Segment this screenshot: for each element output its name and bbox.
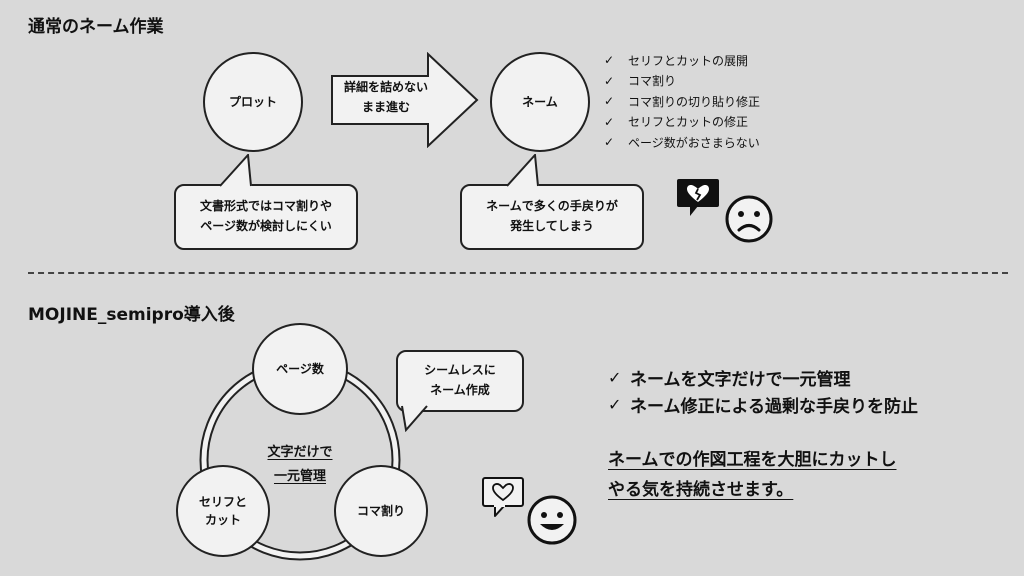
check-icon: ✓ — [608, 368, 622, 387]
check-icon: ✓ — [604, 135, 615, 150]
check-icon: ✓ — [604, 73, 615, 88]
sad-face-icon — [725, 195, 773, 243]
page-count-circle: ページ数 — [252, 323, 348, 415]
checklist-item: ✓セリフとカットの展開 — [604, 53, 749, 68]
after-heading: MOJINE_semipro導入後 — [28, 305, 235, 325]
section-divider — [28, 272, 1008, 274]
benefit-item: ✓ネームを文字だけで一元管理 — [608, 368, 851, 390]
checklist-item: ✓コマ割りの切り貼り修正 — [604, 94, 761, 109]
before-heading: 通常のネーム作業 — [28, 17, 164, 37]
check-icon: ✓ — [604, 94, 615, 109]
process-arrow — [331, 52, 479, 148]
seamless-bubble: シームレスに ネーム作成 — [396, 350, 524, 412]
name-issue-bubble: ネームで多くの手戻りが 発生してしまう — [460, 184, 644, 250]
check-icon: ✓ — [604, 114, 615, 129]
plot-circle: プロット — [203, 52, 303, 152]
checklist-item: ✓ページ数がおさまらない — [604, 135, 760, 150]
benefit-list: ✓ネームを文字だけで一元管理 ✓ネーム修正による過剰な手戻りを防止 — [608, 364, 918, 418]
name-label: ネーム — [522, 95, 558, 109]
benefit-item: ✓ネーム修正による過剰な手戻りを防止 — [608, 395, 918, 417]
dialogue-cut-circle: セリフと カット — [176, 465, 270, 557]
check-icon: ✓ — [604, 53, 615, 68]
conclusion-text: ネームでの作図工程を大胆にカットし やる気を持続させます。 — [608, 450, 897, 500]
arrow-label: 詳細を詰めない まま進む — [343, 80, 428, 114]
plot-label: プロット — [228, 95, 277, 109]
issue-checklist: ✓セリフとカットの展開 ✓コマ割り ✓コマ割りの切り貼り修正 ✓セリフとカットの… — [604, 50, 760, 153]
plot-issue-bubble: 文書形式ではコマ割りや ページ数が検討しにくい — [174, 184, 358, 250]
dialogue-cut-label: セリフと カット — [198, 495, 247, 527]
panel-layout-circle: コマ割り — [334, 465, 428, 557]
name-bubble-tail — [506, 154, 539, 187]
panel-layout-label: コマ割り — [356, 504, 405, 518]
plot-bubble-tail — [219, 154, 252, 187]
name-circle: ネーム — [490, 52, 590, 152]
page-count-label: ページ数 — [276, 362, 324, 376]
checklist-item: ✓コマ割り — [604, 73, 677, 89]
heart-icon — [482, 477, 524, 517]
check-icon: ✓ — [608, 395, 622, 414]
happy-face-icon — [527, 495, 577, 545]
broken-heart-icon — [677, 179, 719, 216]
checklist-item: ✓セリフとカットの修正 — [604, 114, 749, 130]
seamless-bubble-tail — [401, 404, 428, 432]
center-management-text: 文字だけで 一元管理 — [267, 445, 333, 484]
